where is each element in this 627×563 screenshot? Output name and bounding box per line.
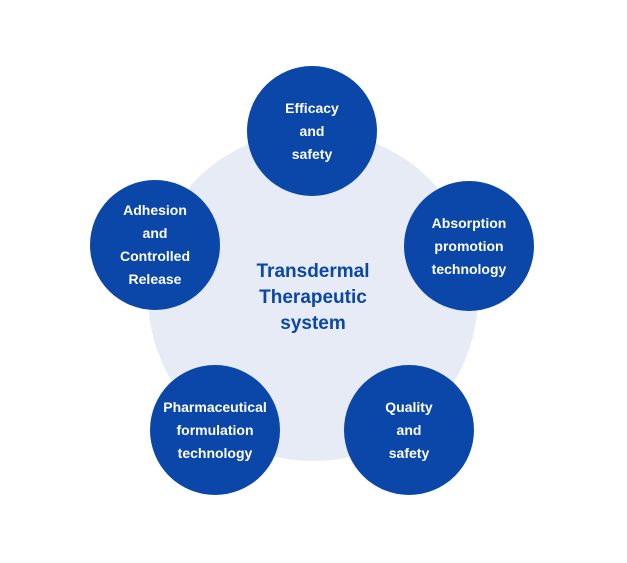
node-absorption-promotion-technology: Absorption promotion technology: [404, 181, 534, 311]
node-label-line: and: [396, 421, 422, 438]
node-efficacy-and-safety: Efficacy and safety: [247, 66, 377, 196]
node-adhesion-and-controlled-release: Adhesion and Controlled Release: [90, 180, 220, 310]
center-label-line-2: Therapeutic: [259, 287, 367, 308]
node-quality-and-safety: Quality and safety: [344, 365, 474, 495]
node-label-line: technology: [177, 444, 253, 461]
node-label-line: promotion: [434, 237, 504, 254]
node-label-line: and: [142, 225, 168, 241]
node-label-line: Release: [128, 271, 182, 287]
node-label-line: Controlled: [120, 248, 190, 264]
node-label-line: Efficacy: [285, 99, 339, 116]
node-label-line: safety: [388, 444, 430, 461]
node-label-line: Quality: [385, 398, 433, 415]
node-label-line: and: [299, 122, 325, 139]
center-label: Transdermal Therapeutic system: [213, 259, 413, 337]
center-label-line-1: Transdermal: [256, 261, 370, 282]
center-label-line-3: system: [280, 313, 346, 334]
node-label-line: safety: [291, 145, 333, 162]
node-pharmaceutical-formulation-technology: Pharmaceutical formulation technology: [150, 365, 280, 495]
node-label-line: Adhesion: [123, 202, 187, 218]
node-label-line: formulation: [176, 421, 254, 438]
node-label-line: technology: [431, 260, 507, 277]
node-label-line: Pharmaceutical: [163, 398, 267, 415]
node-label-line: Absorption: [431, 214, 507, 231]
